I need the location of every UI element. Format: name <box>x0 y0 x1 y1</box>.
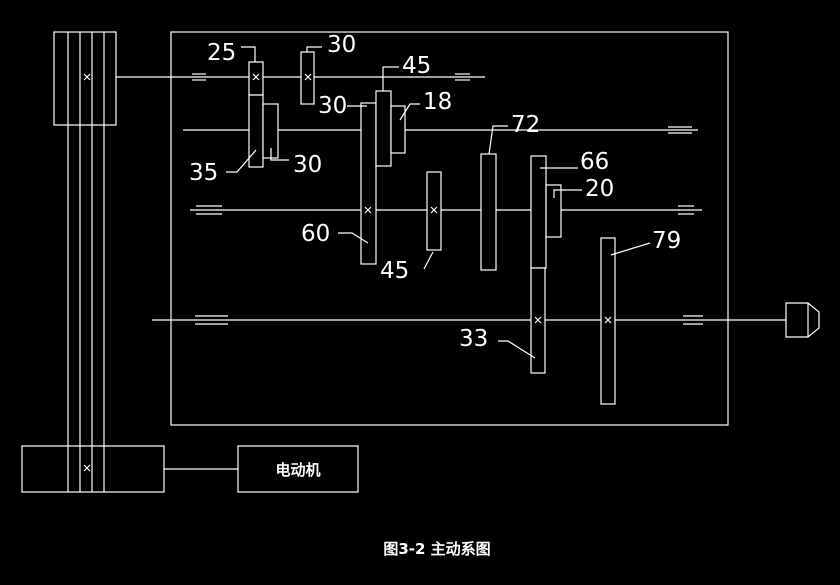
label-gear-20: 20 <box>585 176 614 202</box>
gear-45-top <box>375 90 392 167</box>
gear-25 <box>248 61 264 96</box>
gear-20 <box>545 184 562 238</box>
label-gear-30-small: 30 <box>293 152 322 178</box>
gear-30-top <box>300 51 315 105</box>
motor-label: 电动机 <box>275 461 320 479</box>
gearbox-housing <box>170 31 729 426</box>
label-gear-45-top: 45 <box>402 53 431 79</box>
shaft-3 <box>190 205 702 215</box>
figure-caption: 图3-2 主动系图 <box>383 540 490 558</box>
label-gear-33: 33 <box>459 326 488 352</box>
gear-45-bot <box>426 171 442 251</box>
gear-60 <box>360 102 377 265</box>
label-gear-30-top: 30 <box>327 32 356 58</box>
label-gear-30-mid: 30 <box>318 93 347 119</box>
gear-72 <box>480 153 497 271</box>
gear-79 <box>600 237 616 405</box>
label-gear-25: 25 <box>207 40 236 66</box>
gear-18 <box>390 105 406 154</box>
output-spindle <box>785 302 820 338</box>
label-gear-79: 79 <box>652 228 681 254</box>
label-gear-35: 35 <box>189 160 218 186</box>
drive-belt <box>67 32 105 492</box>
shaft-4 <box>152 315 786 325</box>
gear-66 <box>530 155 547 269</box>
label-gear-45-bot: 45 <box>380 258 409 284</box>
label-gear-60: 60 <box>301 221 330 247</box>
label-gear-66: 66 <box>580 149 609 175</box>
label-gear-18: 18 <box>423 89 452 115</box>
leader-lines <box>226 46 651 359</box>
motor-box <box>237 445 359 493</box>
belt-lower-pulley <box>21 445 165 493</box>
label-gear-72: 72 <box>511 112 540 138</box>
belt-upper-pulley <box>53 31 117 126</box>
gear-33 <box>530 267 546 374</box>
